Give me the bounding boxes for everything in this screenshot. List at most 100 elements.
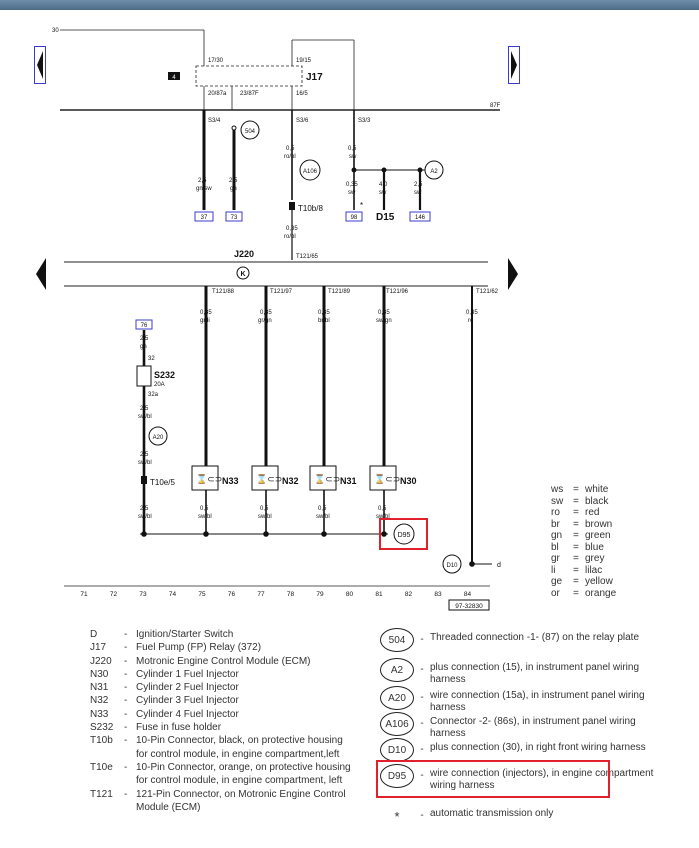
continue-right-icon bbox=[508, 258, 518, 290]
scale-tick-label: 77 bbox=[257, 591, 265, 598]
svg-text:S3/6: S3/6 bbox=[296, 118, 309, 124]
svg-text:N31: N31 bbox=[340, 476, 357, 486]
scale-tick-label: 78 bbox=[287, 591, 295, 598]
legend-code: T10e bbox=[90, 761, 113, 773]
equals-sign: = bbox=[573, 507, 579, 518]
connector-a20 bbox=[148, 426, 168, 446]
color-code-row: ws=white bbox=[551, 484, 616, 496]
connection-row: *-automatic transmission only bbox=[380, 804, 680, 828]
ref-146 bbox=[409, 211, 431, 222]
color-abbr: sw bbox=[551, 495, 564, 507]
svg-text:32: 32 bbox=[148, 356, 155, 362]
legend-code: N31 bbox=[90, 682, 109, 694]
legend-code: N32 bbox=[90, 695, 109, 707]
legend-dash: - bbox=[124, 695, 128, 707]
legend-code: S232 bbox=[90, 722, 114, 734]
color-name: blue bbox=[585, 541, 604, 553]
svg-text:0,5: 0,5 bbox=[378, 506, 387, 512]
color-name: yellow bbox=[585, 576, 613, 587]
injector-n30: ⌛⊂⊃ N30 bbox=[369, 465, 417, 491]
svg-text:0,35: 0,35 bbox=[318, 310, 330, 316]
legend-dash: - bbox=[124, 735, 128, 747]
svg-text:23/87F: 23/87F bbox=[240, 91, 259, 97]
legend-code: D bbox=[90, 629, 98, 640]
legend-dash: - bbox=[124, 642, 128, 654]
legend-dash: - bbox=[124, 629, 128, 640]
scale-tick-label: 79 bbox=[316, 591, 324, 598]
svg-text:⌛⊂⊃: ⌛⊂⊃ bbox=[196, 473, 222, 484]
ref-98 bbox=[345, 211, 363, 222]
legend-code: N33 bbox=[90, 708, 109, 720]
color-code-row: or=orange bbox=[551, 588, 616, 600]
next-page-button[interactable] bbox=[508, 46, 520, 84]
svg-text:0,35: 0,35 bbox=[260, 310, 272, 316]
continue-left-icon bbox=[36, 258, 46, 290]
svg-text:S3/3: S3/3 bbox=[358, 118, 371, 124]
svg-text:0,35: 0,35 bbox=[378, 310, 390, 316]
svg-text:sw/bl: sw/bl bbox=[316, 514, 330, 520]
scale-tick-label: 82 bbox=[405, 591, 413, 598]
legend-row: N31-Cylinder 2 Fuel Injector bbox=[90, 681, 351, 694]
legend-code: J17 bbox=[90, 642, 107, 654]
color-abbr: or bbox=[551, 587, 560, 599]
legend-desc: Cylinder 4 Fuel Injector bbox=[136, 708, 239, 720]
svg-text:17/30: 17/30 bbox=[208, 58, 224, 64]
scale-tick-label: 71 bbox=[80, 591, 88, 598]
color-abbr: li bbox=[551, 564, 556, 576]
svg-text:T121/62: T121/62 bbox=[476, 289, 499, 295]
ecm-name: J220 bbox=[234, 249, 254, 259]
svg-text:146: 146 bbox=[415, 215, 426, 221]
color-code-row: sw=black bbox=[551, 496, 616, 508]
legend-dash: - bbox=[420, 810, 424, 821]
legend-dash: - bbox=[124, 788, 128, 800]
svg-text:d: d bbox=[497, 562, 501, 569]
highlight-d95-legend bbox=[376, 760, 610, 798]
color-abbr: gn bbox=[551, 530, 563, 541]
legend-row: T10b-10-Pin Connector, black, on protect… bbox=[90, 734, 351, 761]
svg-text:T10e/5: T10e/5 bbox=[150, 478, 175, 487]
svg-text:ro/bl: ro/bl bbox=[284, 234, 296, 240]
svg-text:⌛⊂⊃: ⌛⊂⊃ bbox=[256, 473, 282, 484]
svg-text:sw/bl: sw/bl bbox=[138, 460, 152, 466]
svg-text:20A: 20A bbox=[154, 382, 165, 388]
color-code-row: bl=blue bbox=[551, 542, 616, 554]
equals-sign: = bbox=[573, 484, 579, 495]
legend-row: D-Ignition/Starter Switch bbox=[90, 628, 351, 641]
legend-row: S232-Fuse in fuse holder bbox=[90, 721, 351, 734]
svg-text:ro/bl: ro/bl bbox=[284, 154, 296, 160]
color-code-row: ge=yellow bbox=[551, 576, 616, 588]
connection-desc: wire connection (15a), in instrument pan… bbox=[430, 690, 645, 713]
scale-tick-label: 73 bbox=[139, 591, 147, 598]
connection-code: D10 bbox=[380, 738, 414, 762]
prev-page-button[interactable] bbox=[34, 46, 46, 84]
svg-text:0,35: 0,35 bbox=[200, 310, 212, 316]
connection-code: A20 bbox=[380, 686, 414, 710]
svg-text:*: * bbox=[360, 201, 363, 210]
ref-76 bbox=[135, 319, 153, 330]
svg-text:0,35: 0,35 bbox=[466, 310, 478, 316]
legend-dash: - bbox=[420, 770, 424, 781]
legend-desc: Fuse in fuse holder bbox=[136, 722, 222, 734]
svg-text:0,5: 0,5 bbox=[260, 506, 269, 512]
svg-text:sw: sw bbox=[349, 154, 357, 160]
svg-text:N33: N33 bbox=[222, 476, 239, 486]
svg-text:T121/96: T121/96 bbox=[386, 289, 409, 295]
svg-text:gn: gn bbox=[140, 344, 147, 350]
svg-text:T121/88: T121/88 bbox=[212, 289, 235, 295]
injector-n33: ⌛⊂⊃ N33 bbox=[191, 465, 239, 491]
wire-30-label: 30 bbox=[52, 28, 59, 34]
color-name: black bbox=[585, 495, 609, 507]
svg-text:19/15: 19/15 bbox=[296, 58, 312, 64]
color-abbr: gr bbox=[551, 553, 560, 564]
svg-text:4: 4 bbox=[172, 75, 176, 81]
equals-sign: = bbox=[573, 530, 579, 541]
color-code-row: ro=red bbox=[551, 507, 616, 519]
legend-row: N33-Cylinder 4 Fuel Injector bbox=[90, 708, 351, 721]
equals-sign: = bbox=[573, 564, 579, 576]
connector-d95 bbox=[393, 523, 415, 545]
color-abbr: ro bbox=[551, 507, 560, 518]
svg-text:sw/bl: sw/bl bbox=[198, 514, 212, 520]
k-symbol bbox=[236, 266, 250, 280]
